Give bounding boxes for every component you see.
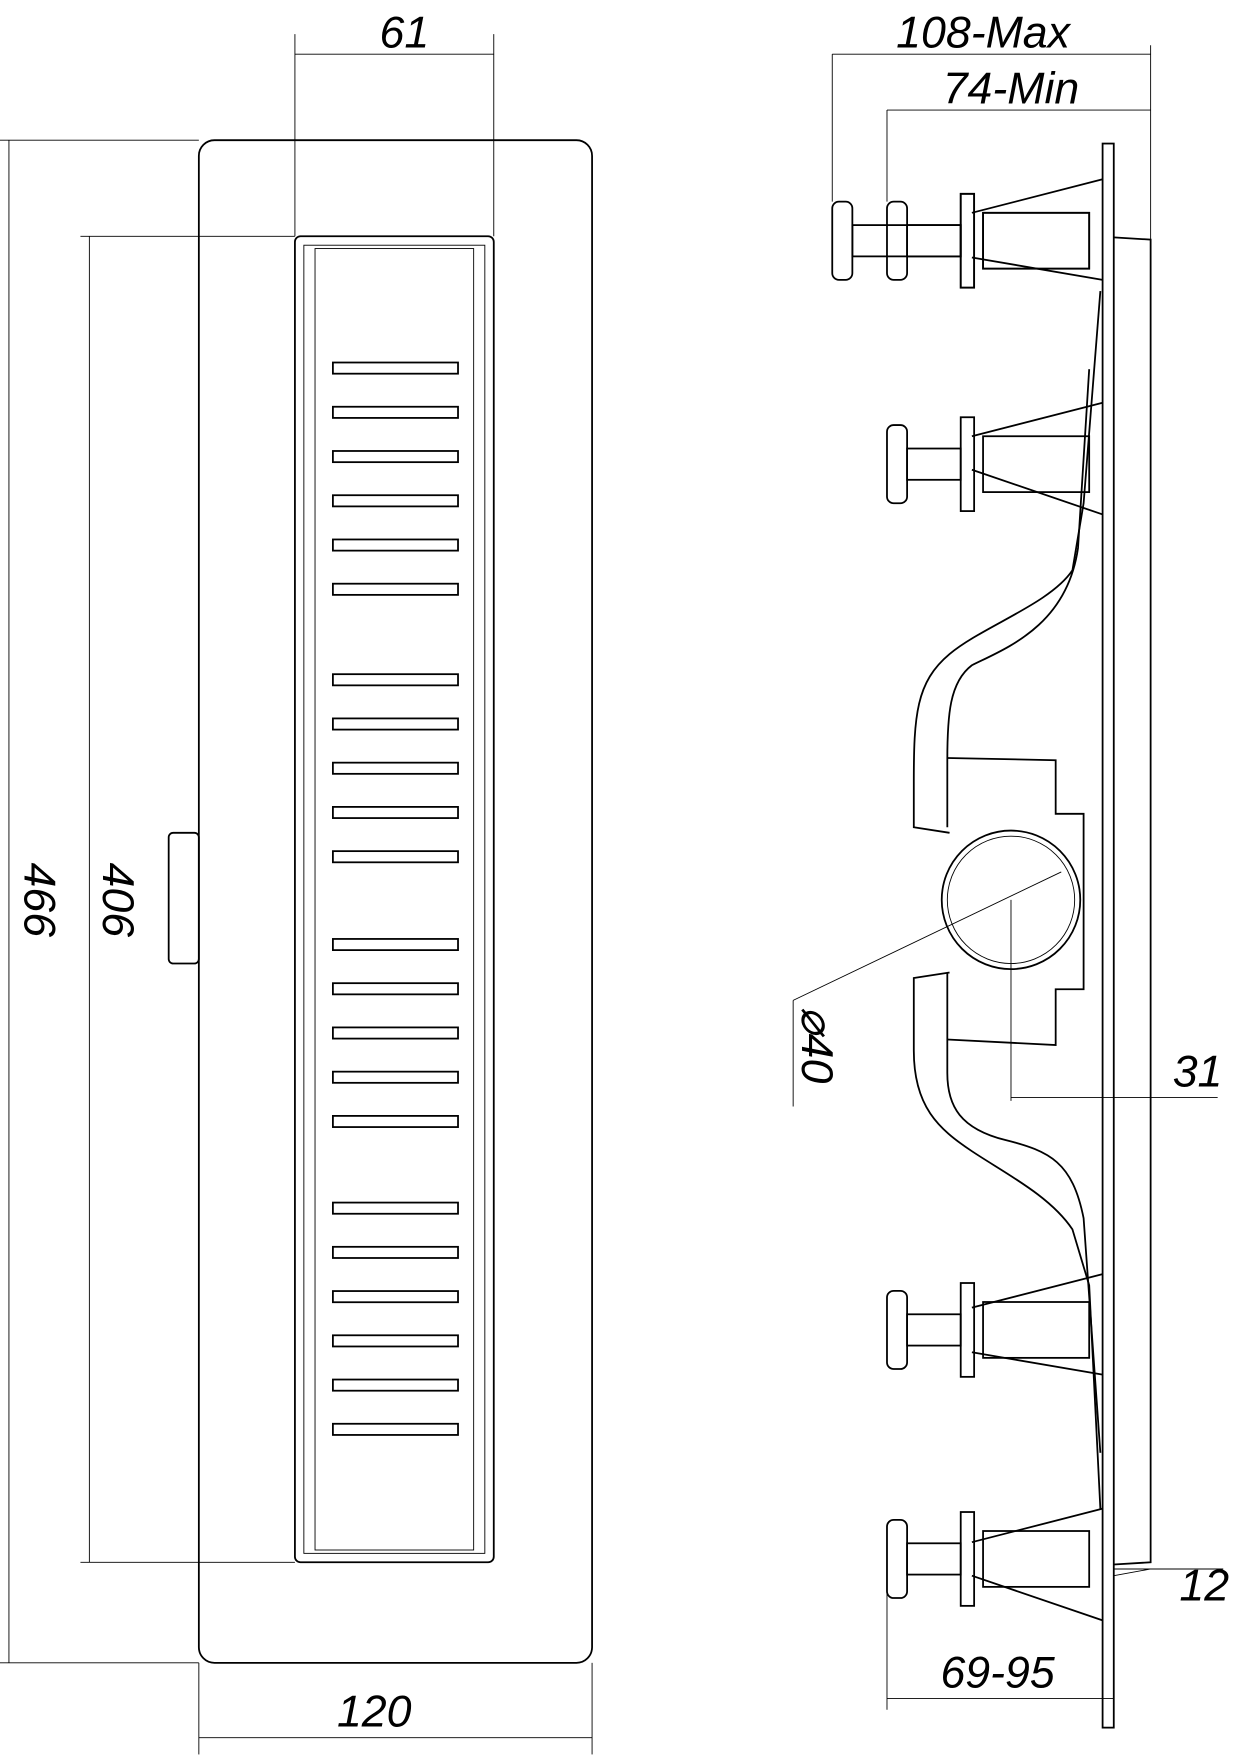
dim-466: 466 (15, 863, 64, 938)
dim-406: 406 (93, 863, 142, 938)
grate-slots (332, 361, 459, 1436)
grate-slot (332, 494, 459, 508)
dim-61: 61 (380, 8, 430, 57)
grate-slot (332, 673, 459, 687)
grate-slot (332, 761, 459, 775)
grate-slot (332, 450, 459, 464)
adjustable-feet (831, 192, 1091, 1607)
adjustable-foot (886, 416, 1091, 512)
drain-body-outer (912, 290, 1102, 1509)
grate-slot (332, 1070, 459, 1084)
drain-body-inner (946, 369, 1102, 1453)
adjustable-foot (886, 1282, 1091, 1378)
dim-69-95: 69-95 (940, 1648, 1054, 1697)
grate-slot (332, 806, 459, 819)
grate-slot (332, 982, 459, 996)
dim-120: 120 (337, 1688, 412, 1737)
adjustable-foot (886, 192, 1091, 289)
side-dimension-lines (792, 45, 1224, 1728)
grate-profile (1113, 236, 1152, 1566)
grate-slot (332, 538, 459, 552)
adjustable-foot (886, 1511, 1091, 1607)
grate-slot (332, 1245, 459, 1259)
grate-inner-border (303, 244, 486, 1554)
front-view: 61 120 466 406 (0, 8, 593, 1755)
grate-slot (332, 1114, 459, 1128)
grate-slot (332, 1422, 459, 1436)
grate-slot (332, 1334, 459, 1348)
side-outlet-stub (167, 831, 200, 965)
dim-12: 12 (1179, 1561, 1229, 1610)
grate-slot (332, 850, 459, 864)
side-view: 108-Max 74-Min ⌀40 31 12 69-95 (792, 8, 1229, 1729)
grate-slot (332, 361, 459, 375)
grate-slot (332, 938, 459, 952)
grate-slot (332, 582, 459, 596)
grate-panel (314, 248, 475, 1551)
grate-slot (332, 405, 459, 419)
grate-slot (332, 1378, 459, 1392)
dim-108-max: 108-Max (896, 8, 1071, 57)
grate-slot (332, 1290, 459, 1304)
grate-slot (332, 717, 459, 731)
front-dimension-lines (0, 34, 593, 1755)
grate-slot (332, 1201, 459, 1215)
grate-frame (294, 235, 495, 1564)
trap-housing (947, 757, 1085, 1047)
dim-31: 31 (1173, 1047, 1223, 1096)
dim-74-min: 74-Min (943, 64, 1080, 113)
dim-diameter-40: ⌀40 (792, 1007, 841, 1084)
mounting-flange (1101, 142, 1115, 1729)
grate-slot (332, 1026, 459, 1040)
